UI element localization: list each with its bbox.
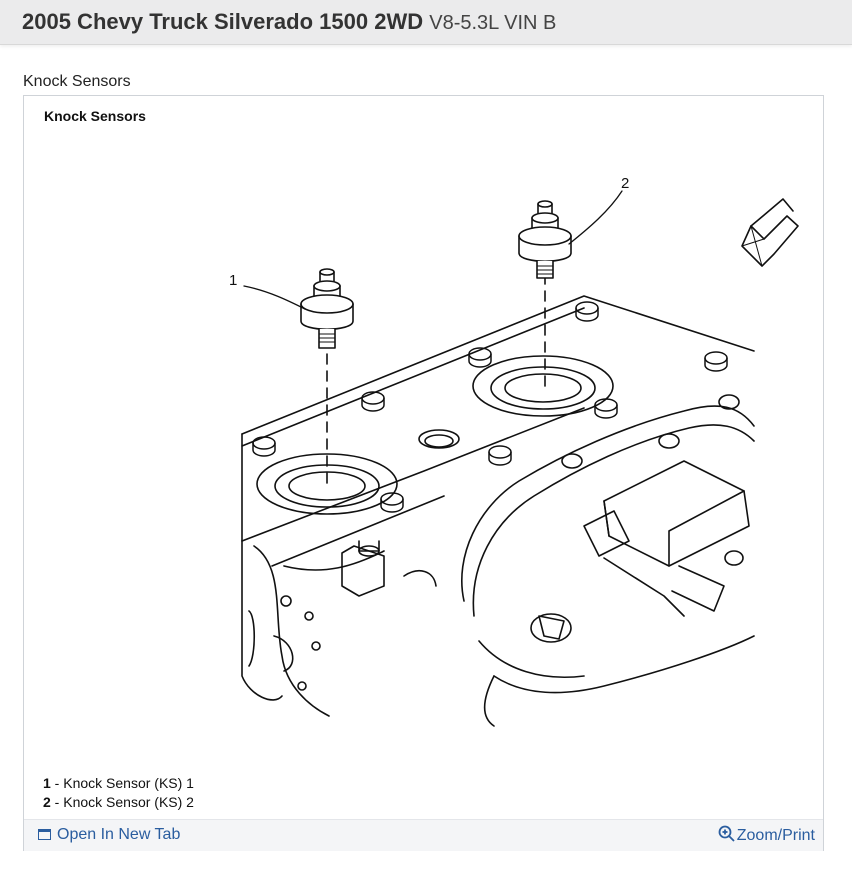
knock-sensor-2 [518,200,572,279]
zoom-in-icon [718,825,735,842]
callout-1: 1 [229,272,238,289]
deck-bolts [252,301,728,513]
open-in-new-tab-label: Open In New Tab [57,826,181,843]
engine-spec: V8-5.3L VIN B [429,12,557,34]
diagram-panel: Knock Sensors [23,95,824,851]
zoom-print-label: Zoom/Print [736,827,815,844]
legend-number: 2 [43,794,51,810]
legend-text: - Knock Sensor (KS) 2 [50,794,194,810]
knock-sensor-diagram [241,190,799,727]
bracket [341,540,437,597]
diagram-footer: Open In New Tab Zoom/Print [24,819,823,851]
direction-arrow-icon [741,198,799,267]
legend-item: 1 - Knock Sensor (KS) 1 [43,774,194,793]
legend-number: 1 [43,775,51,791]
vehicle-title: 2005 Chevy Truck Silverado 1500 2WD V8-5… [22,8,556,37]
knock-sensor-1 [300,268,354,349]
intake-manifold [460,405,755,727]
alignment-lines [326,273,546,490]
legend-item: 2 - Knock Sensor (KS) 2 [43,793,194,812]
zoom-print-link[interactable]: Zoom/Print [717,825,815,845]
open-in-new-tab-link[interactable]: Open In New Tab [38,826,180,844]
diagram-legend: 1 - Knock Sensor (KS) 1 2 - Knock Sensor… [43,774,194,812]
page-header: 2005 Chevy Truck Silverado 1500 2WD V8-5… [0,0,852,45]
vehicle-name: 2005 Chevy Truck Silverado 1500 2WD [22,9,424,34]
new-tab-icon [38,829,51,840]
diagram-title: Knock Sensors [44,108,146,124]
legend-text: - Knock Sensor (KS) 1 [50,775,194,791]
callout-2: 2 [621,175,630,192]
sensor-bores [256,355,614,515]
coil-assembly [561,394,750,617]
section-label: Knock Sensors [23,73,131,90]
